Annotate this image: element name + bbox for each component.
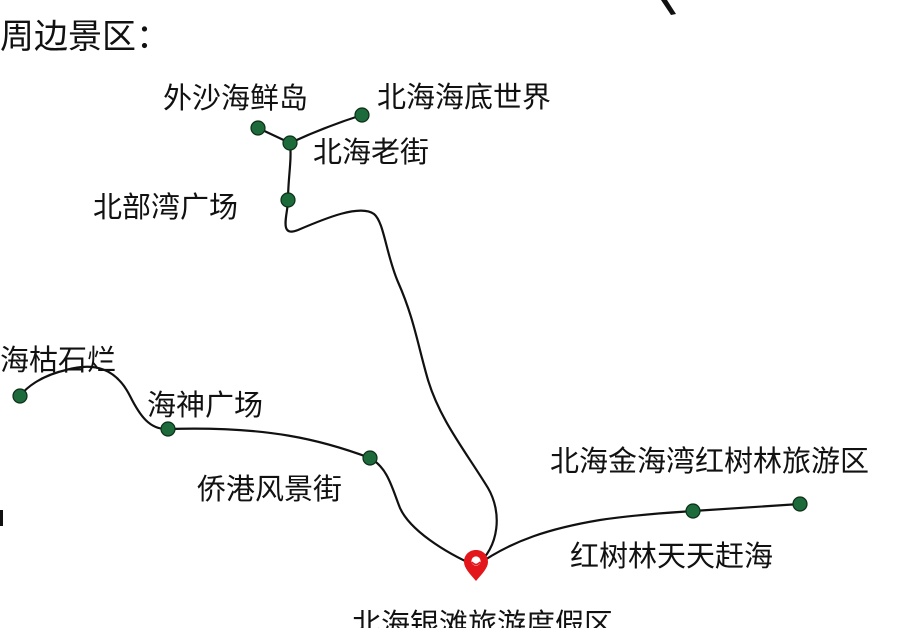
spot-nodes (12, 107, 808, 519)
route-east (474, 502, 802, 568)
label-jinhaiwan: 北海金海湾红树林旅游区 (550, 444, 869, 478)
label-dishijie: 北海海底世界 (377, 80, 551, 114)
label-waishahai: 外沙海鲜岛 (163, 81, 308, 115)
top-edge-mark (661, 0, 676, 15)
page-title: 周边景区： (0, 17, 170, 57)
route-west (18, 365, 478, 568)
route-lines (18, 113, 802, 568)
label-beibuwan: 北部湾广场 (93, 190, 238, 224)
label-laojie: 北海老街 (313, 135, 429, 169)
label-hongshulin: 红树林天天赶海 (570, 539, 773, 573)
spot-node-haishen[interactable] (160, 421, 176, 437)
map-pin-icon[interactable] (464, 550, 488, 581)
spot-node-waishahai[interactable] (250, 120, 266, 136)
spot-node-qiaogang[interactable] (362, 450, 378, 466)
label-haikushilan: 海枯石烂 (0, 343, 116, 377)
left-edge-mark (0, 510, 3, 526)
spot-node-hongshulin[interactable] (685, 503, 701, 519)
spot-node-dishijie[interactable] (354, 107, 370, 123)
label-qiaogang: 侨港风景街 (197, 472, 342, 506)
spot-node-beibuwan[interactable] (280, 192, 296, 208)
route-north (284, 198, 498, 568)
label-haishen: 海神广场 (147, 388, 263, 422)
spot-labels: 外沙海鲜岛 北海海底世界 北海老街 北部湾广场 海枯石烂 海神广场 侨港风景街 … (0, 80, 869, 628)
spot-node-laojie[interactable] (282, 135, 298, 151)
route-beibuwan-laojie (286, 141, 292, 202)
spot-node-jinhaiwan[interactable] (792, 496, 808, 512)
spot-node-haikushilan[interactable] (12, 388, 28, 404)
map-pin-smile (471, 561, 481, 566)
label-origin: 北海银滩旅游度假区 (352, 607, 613, 628)
